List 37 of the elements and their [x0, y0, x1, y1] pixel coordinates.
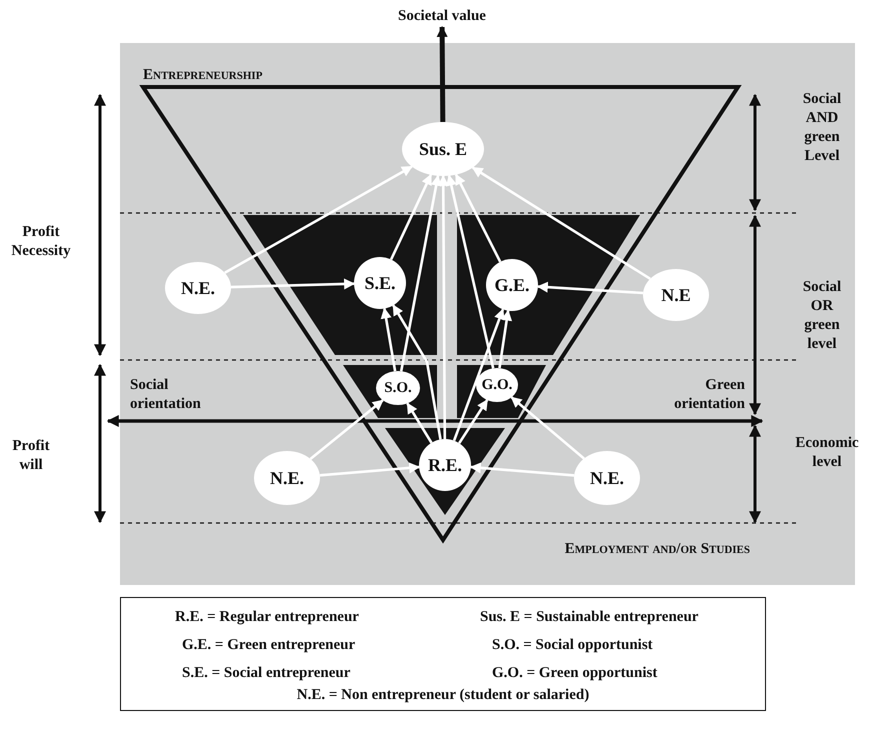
section-label: Employment and/or Studies — [564, 540, 750, 559]
arrow — [510, 396, 585, 460]
arrow — [470, 462, 574, 477]
arrow — [458, 399, 488, 444]
legend-entry: N.E. = Non entrepreneur (student or salaried) — [296, 686, 590, 704]
node-label: Societal value — [380, 5, 504, 27]
arrow — [380, 308, 396, 372]
legend-entry: S.O. = Social opportunist — [492, 636, 653, 654]
arrow — [438, 174, 449, 439]
axis-label: Green orientation — [673, 376, 745, 414]
arrow — [498, 310, 512, 368]
arrow — [392, 304, 442, 440]
arrow — [230, 278, 356, 290]
level-label: Social AND green Level — [802, 90, 842, 166]
level-label: Profit will — [11, 437, 51, 475]
arrow — [320, 462, 420, 477]
arrow — [400, 174, 442, 372]
arrow — [454, 174, 502, 262]
legend-entry: S.E. = Social entrepreneur — [182, 664, 350, 682]
level-label: Social OR green level — [802, 278, 842, 354]
arrow — [390, 174, 432, 260]
arrow — [446, 174, 494, 369]
section-label: Entrepreneurship — [143, 66, 262, 85]
arrow — [406, 402, 433, 444]
arrow — [472, 166, 651, 280]
level-label: Profit Necessity — [10, 223, 72, 261]
arrow — [224, 165, 413, 274]
legend-entry: R.E. = Regular entrepreneur — [175, 608, 359, 626]
legend-entry: G.O. = Green opportunist — [492, 664, 658, 682]
axis-label: Social orientation — [130, 376, 202, 414]
level-label: Economic level — [795, 434, 859, 472]
arrow — [452, 308, 505, 442]
arrow — [436, 26, 448, 122]
arrow — [310, 399, 384, 460]
legend-entry: Sus. E = Sustainable entrepreneur — [480, 608, 698, 626]
arrow — [536, 282, 644, 294]
legend-entry: G.E. = Green entrepreneur — [182, 636, 356, 654]
